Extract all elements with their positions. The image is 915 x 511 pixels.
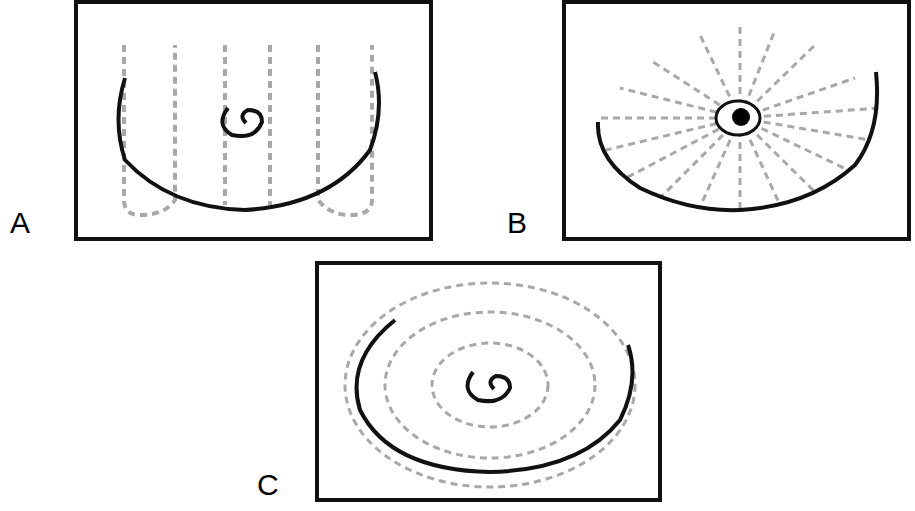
panel-letter: B [507, 208, 527, 238]
breast-outline [598, 72, 877, 210]
panel-frame [564, 2, 909, 239]
panel-letter: C [257, 470, 279, 500]
breast-outline [357, 320, 633, 472]
panel-frame [317, 263, 660, 500]
nipple [222, 108, 262, 136]
radial-lines [600, 25, 880, 210]
breast-outline [119, 72, 380, 210]
nipple [468, 372, 510, 401]
panel-frame [76, 2, 431, 239]
areola [716, 101, 760, 135]
nipple [732, 108, 750, 126]
panel-letter: A [10, 208, 30, 238]
concentric-lines [345, 283, 635, 487]
